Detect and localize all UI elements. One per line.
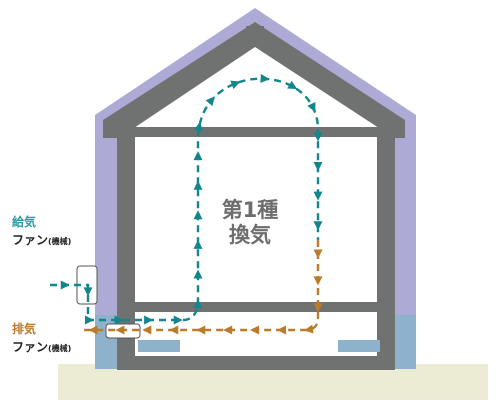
arrow-icon [193,210,203,220]
arrow-icon [84,315,94,325]
airflow-line [50,77,320,322]
arrow-icon [193,299,202,309]
arrow-icon [313,191,323,201]
arrow-icon [144,315,154,325]
frame-beam-mid [117,302,395,312]
ventilation-type-label: 第1種 換気 [214,200,286,246]
supply-title: 給気 [12,215,37,229]
house-frame [103,22,405,370]
arrow-icon [205,96,215,107]
ridge-block [246,26,264,40]
supply-airflow [50,74,323,325]
arrow-icon [60,280,70,290]
arrow-icon [88,325,98,335]
arrow-icon [193,151,203,161]
frame-right-post [377,115,395,370]
exhaust-fan-mechanical: (機械) [48,344,72,353]
house-interior [117,40,394,369]
arrow-icon [287,80,298,90]
arrow-icon [223,325,233,335]
foundation-wall-right [394,315,416,369]
supply-fan-text: ファン [12,233,49,247]
arrow-icon [230,80,241,89]
arrow-icon [313,221,323,231]
arrow-icon [83,287,93,297]
arrow-icon [250,325,260,335]
exhaust-airflow [80,240,323,335]
arrow-icon [196,325,206,335]
arrow-icon [193,239,203,249]
arrow-icon [142,325,152,335]
arrow-icon [173,315,183,325]
arrow-icon [260,74,270,84]
arrow-icon [169,325,179,335]
vent-left [138,340,180,352]
exhaust-fan-label: ファン(機械) [12,341,71,353]
arrow-icon [194,121,203,132]
arrow-icon [193,180,203,190]
foundation-wall-left [95,315,117,369]
arrow-icon [277,325,287,335]
ventilation-type-line1: 第1種 [221,198,279,222]
arrow-icon [193,269,203,279]
arrow-icon [313,162,323,172]
frame-beam-top [117,127,395,137]
arrow-icon [313,276,323,286]
frame-floor [117,356,395,370]
arrow-icon [115,325,125,335]
arrow-icon [313,132,323,142]
exhaust-title: 排気 [12,322,37,336]
arrow-icon [313,303,323,313]
exhaust-fan-text: ファン [12,340,49,354]
arrow-icon [307,102,316,113]
vent-right [338,340,380,352]
arrow-icon [313,249,323,259]
ventilation-type-line2: 換気 [229,223,271,247]
arrow-icon [304,324,314,334]
supply-fan-mechanical: (機械) [48,237,72,246]
supply-fan-label: ファン(機械) [12,234,71,246]
arrow-icon [114,315,124,325]
